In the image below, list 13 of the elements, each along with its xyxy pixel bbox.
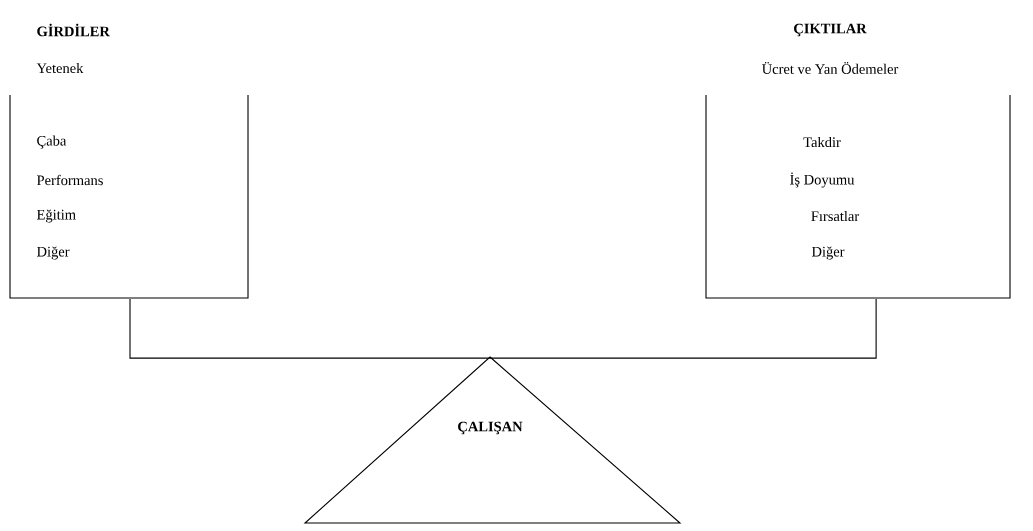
list-item: Takdir xyxy=(803,136,841,148)
list-item: Ücret ve Yan Ödemeler xyxy=(762,62,899,74)
list-item: Çaba xyxy=(37,135,67,149)
list-item: Diğer xyxy=(811,246,845,260)
column-heading: GİRDİLER xyxy=(37,23,110,37)
column-heading: ÇIKTILAR xyxy=(794,23,867,37)
list-item: Diğer xyxy=(37,246,70,260)
list-item: İş Doyumu xyxy=(790,172,855,188)
list-item: Fırsatlar xyxy=(811,210,860,222)
list-item: Yetenek xyxy=(36,62,84,74)
beam-line xyxy=(129,298,877,359)
list-item: Eğitim xyxy=(37,209,76,223)
list-item: Performans xyxy=(37,174,103,186)
